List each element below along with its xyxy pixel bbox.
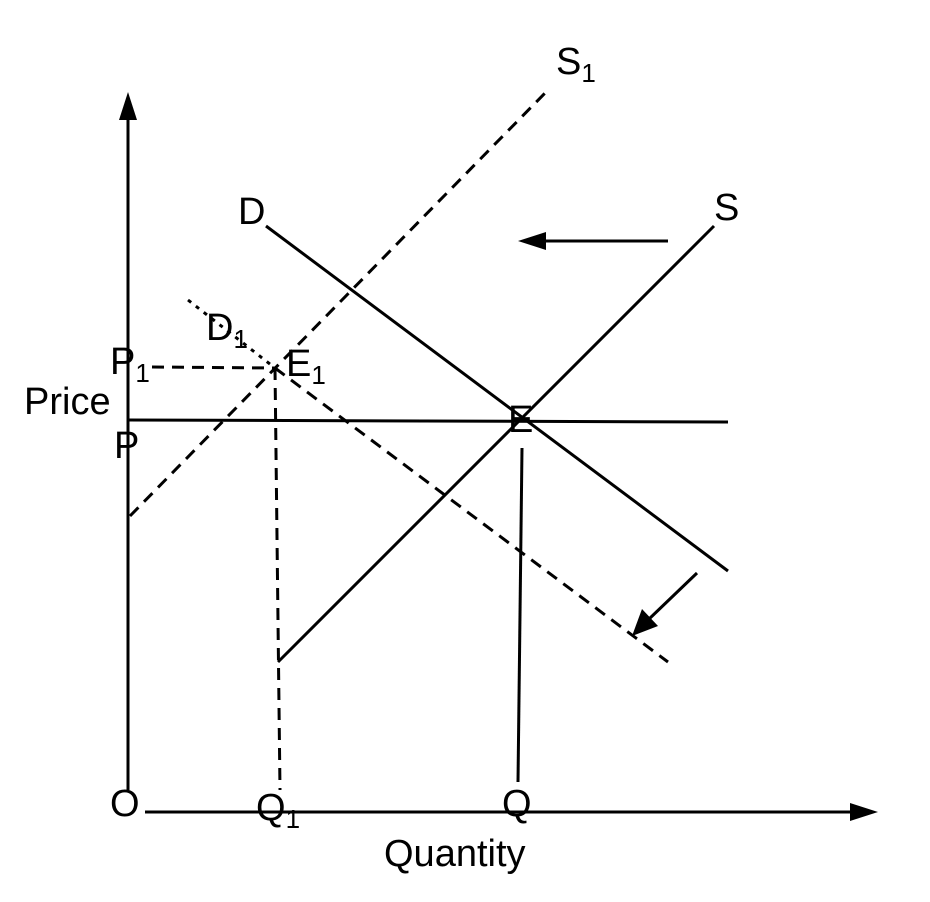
equilibrium-e1-label: E1 bbox=[286, 343, 326, 390]
price-p1-label: P1 bbox=[110, 341, 150, 388]
x-axis-label: Quantity bbox=[384, 833, 526, 875]
supply-s-label: S bbox=[714, 187, 739, 229]
x-axis-arrowhead bbox=[850, 803, 878, 821]
y-axis-arrowhead bbox=[119, 92, 137, 120]
supply-curve-s bbox=[276, 224, 716, 664]
quantity-line-q1 bbox=[273, 367, 282, 791]
supply-shift-arrowhead bbox=[518, 232, 546, 250]
origin-label: O bbox=[110, 783, 140, 825]
demand-shift-arrow-shaft bbox=[646, 571, 699, 622]
demand-shift-arrowhead bbox=[632, 609, 658, 636]
price-line-p bbox=[127, 418, 729, 424]
demand-d1-label: D1 bbox=[206, 307, 248, 354]
quantity-q-label: Q bbox=[502, 783, 532, 825]
demand-curve-d1-upper bbox=[187, 298, 276, 370]
supply-s1-label: S1 bbox=[556, 41, 596, 88]
demand-curve-d bbox=[265, 224, 729, 573]
quantity-line-q bbox=[516, 447, 524, 783]
equilibrium-e-label: E bbox=[508, 399, 533, 441]
demand-d-label: D bbox=[238, 191, 265, 233]
demand-curve-d1 bbox=[274, 366, 669, 664]
price-line-p1 bbox=[151, 365, 276, 370]
y-axis-label: Price bbox=[24, 381, 111, 423]
quantity-q1-label: Q1 bbox=[256, 787, 300, 834]
price-p-label: P bbox=[114, 425, 139, 467]
